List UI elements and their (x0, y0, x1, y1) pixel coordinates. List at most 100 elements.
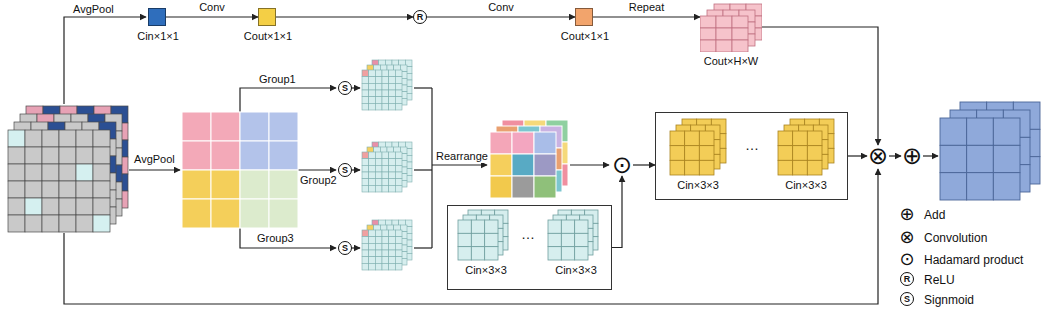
tensor-cell (389, 152, 396, 159)
tensor-cell (362, 263, 369, 270)
tensor-cell (93, 164, 110, 181)
tensor-cell (8, 181, 25, 198)
wire (923, 155, 938, 156)
tensor-drawing (448, 206, 613, 291)
node-text: S (339, 82, 351, 94)
tensor-cell (182, 112, 211, 141)
tensor-cell (395, 90, 402, 97)
add-symbol: ⊕ (901, 145, 923, 167)
legend-symbol: S (901, 293, 913, 305)
tensor-cell (807, 131, 822, 146)
tensor-cell (375, 237, 382, 244)
tensor-stack (778, 119, 834, 175)
tensor-cell (369, 179, 376, 186)
tensor-cell (362, 257, 369, 264)
tensor-cell (382, 172, 389, 179)
bracket (414, 169, 432, 170)
tensor-cell (382, 83, 389, 90)
tensor-cell (389, 90, 396, 97)
tensor-cell (211, 112, 240, 141)
tensor-stack (670, 119, 726, 175)
tensor-cell (25, 147, 42, 164)
tensor-cell (240, 112, 269, 141)
kernel-box: Cin×3×3…Cin×3×3 (655, 112, 848, 200)
tensor-cell (471, 233, 484, 246)
tensor-cell (395, 250, 402, 257)
tensor-cell (25, 130, 42, 147)
tensor-cell (375, 257, 382, 264)
tensor-cell (375, 243, 382, 250)
node-text: … (745, 137, 759, 153)
tensor-cell (561, 247, 574, 260)
tensor-cell (670, 131, 685, 146)
tensor-cell (512, 132, 534, 154)
tensor-cell (548, 220, 561, 233)
tensor-cell (778, 160, 793, 175)
node-text: Cin×3×3 (785, 179, 827, 192)
tensor-cell (561, 233, 574, 246)
connector (848, 155, 867, 156)
tensor-cell (362, 70, 369, 77)
tensor-cell (42, 198, 59, 215)
wire (64, 17, 146, 104)
tensor-cell (395, 172, 402, 179)
tensor-cell (534, 132, 556, 154)
tensor-cell (362, 90, 369, 97)
tensor-cell (389, 257, 396, 264)
tensor-cell (8, 147, 25, 164)
tensor-cell (93, 215, 110, 232)
tensor-cell (25, 198, 42, 215)
tensor-cell (375, 90, 382, 97)
node-text: S (339, 164, 351, 176)
tensor-cell (59, 147, 76, 164)
tensor-cell (485, 233, 498, 246)
tensor-cell (269, 199, 298, 228)
tensor-cell (395, 77, 402, 84)
tensor-cell (93, 198, 110, 215)
tensor-cell (700, 40, 716, 52)
tensor-cell (395, 185, 402, 192)
tensor-cell (362, 159, 369, 166)
tensor-cell (211, 170, 240, 199)
tensor-cell (375, 70, 382, 77)
tensor-cell (561, 220, 574, 233)
tensor-cell (369, 77, 376, 84)
legend-symbol: R (901, 273, 913, 285)
node-text: S (339, 242, 351, 254)
tensor-cell (182, 170, 211, 199)
edge-label: Conv (487, 1, 515, 14)
tensor-cell (993, 173, 1020, 200)
tensor-cell (59, 164, 76, 181)
tensor-cell (8, 198, 25, 215)
annotation-label: Rearrange (435, 150, 489, 163)
tensor-cell (732, 40, 748, 52)
tensor-cell (375, 83, 382, 90)
tensor-cell (685, 131, 700, 146)
tensor-stack (362, 142, 412, 192)
tensor-cell (362, 77, 369, 84)
tensor-cell (575, 220, 588, 233)
tensor-cell (59, 215, 76, 232)
tensor-cell (793, 131, 808, 146)
tensor-cell (685, 146, 700, 161)
tensor-cell (395, 83, 402, 90)
connector (612, 176, 622, 248)
tensor-cell (548, 233, 561, 246)
tensor-cell (375, 185, 382, 192)
tensor-cell (182, 141, 211, 170)
legend-symbol: ⊙ (897, 249, 917, 269)
tensor-cell (42, 147, 59, 164)
tensor-cell (369, 165, 376, 172)
tensor-cell (375, 103, 382, 110)
wire (570, 164, 609, 165)
tensor-cell (59, 130, 76, 147)
tensor-cell (670, 160, 685, 175)
tensor-cell (548, 247, 561, 260)
tensor-cell (362, 230, 369, 237)
tensor-cell (59, 181, 76, 198)
wire (352, 247, 360, 248)
node-text: Cout×1×1 (244, 30, 292, 43)
tensor-cell (389, 70, 396, 77)
tensor-cell (485, 220, 498, 233)
tensor-cell (382, 257, 389, 264)
